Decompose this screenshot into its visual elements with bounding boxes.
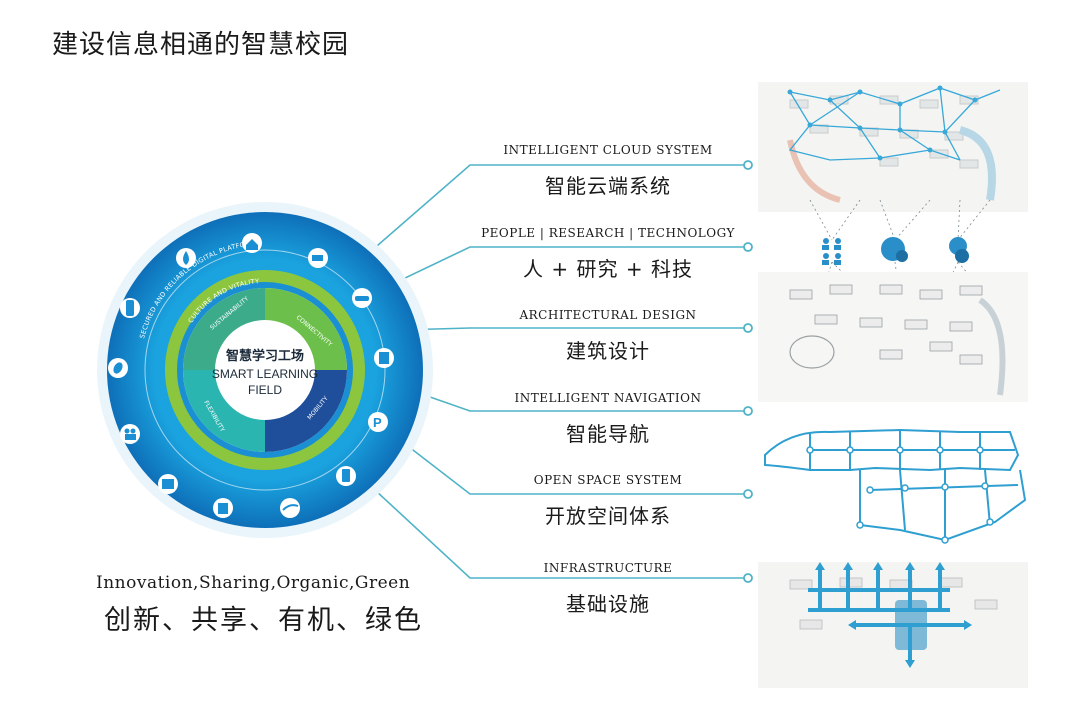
caption-en: Innovation,Sharing,Organic,Green (96, 573, 411, 593)
center-title-zh: 智慧学习工场 (226, 348, 304, 364)
connector-dots (743, 160, 753, 583)
factory-icon (158, 474, 178, 494)
page-title: 建设信息相通的智慧校园 (52, 30, 350, 60)
parking-icon: P (368, 412, 388, 432)
layer-label-en-openspace: OPEN SPACE SYSTEM (533, 473, 683, 487)
layer-label-zh-people: 人 + 研究 + 科技 (523, 257, 693, 281)
caption-zh: 创新、共享、有机、绿色 (104, 605, 423, 636)
center-title-en-2: FIELD (248, 383, 282, 397)
layer-label-zh-cloud: 智能云端系统 (545, 174, 671, 198)
car-icon (352, 288, 372, 308)
people-icon (120, 424, 140, 444)
layer-label-en-architecture: ARCHITECTURAL DESIGN (519, 308, 697, 322)
layer-label-zh-openspace: 开放空间体系 (545, 504, 671, 528)
water-drop-icon (176, 248, 196, 268)
layer-label-en-infrastructure: INFRASTRUCTURE (543, 561, 673, 575)
layer-label-en-cloud: INTELLIGENT CLOUD SYSTEM (503, 143, 713, 157)
layer-label-zh-architecture: 建筑设计 (566, 339, 650, 363)
technology-head-icon (949, 237, 969, 263)
center-title-en-1: SMART LEARNING (212, 367, 318, 381)
svg-text:P: P (373, 415, 382, 430)
navigation-nodes (806, 446, 994, 544)
connector-line-people (379, 246, 748, 291)
people-research-technology-icons (822, 237, 969, 265)
research-head-icon (881, 237, 908, 262)
layer-label-zh-infrastructure: 基础设施 (566, 592, 650, 616)
layer-label-en-people: PEOPLE | RESEARCH | TECHNOLOGY (481, 226, 735, 240)
traffic-light-icon (120, 298, 140, 318)
trash-icon (213, 498, 233, 518)
smart-campus-wheel: SECURED AND RELIABLE DIGITAL PLATFORM P … (97, 202, 433, 538)
architectural-design-illustration (758, 272, 1028, 402)
outer-ring-icons: P (108, 233, 394, 518)
feather-icon (280, 498, 300, 518)
connector-line-infrastructure (374, 489, 748, 579)
infrastructure-illustration (758, 562, 1028, 688)
building-icon (374, 348, 394, 368)
layer-label-en-navigation: INTELLIGENT NAVIGATION (514, 391, 702, 405)
connector-line-openspace (399, 439, 748, 495)
connector-line-architecture (399, 327, 748, 331)
cloud-system-illustration (758, 82, 1028, 212)
leaf-icon (108, 358, 128, 378)
phone-icon (336, 466, 356, 486)
layer-label-zh-navigation: 智能导航 (566, 422, 650, 446)
camera-icon (308, 248, 328, 268)
home-icon (242, 233, 262, 253)
center-circle (215, 320, 315, 420)
people-icon-cluster (822, 238, 841, 265)
connector-line-cloud (354, 164, 748, 266)
